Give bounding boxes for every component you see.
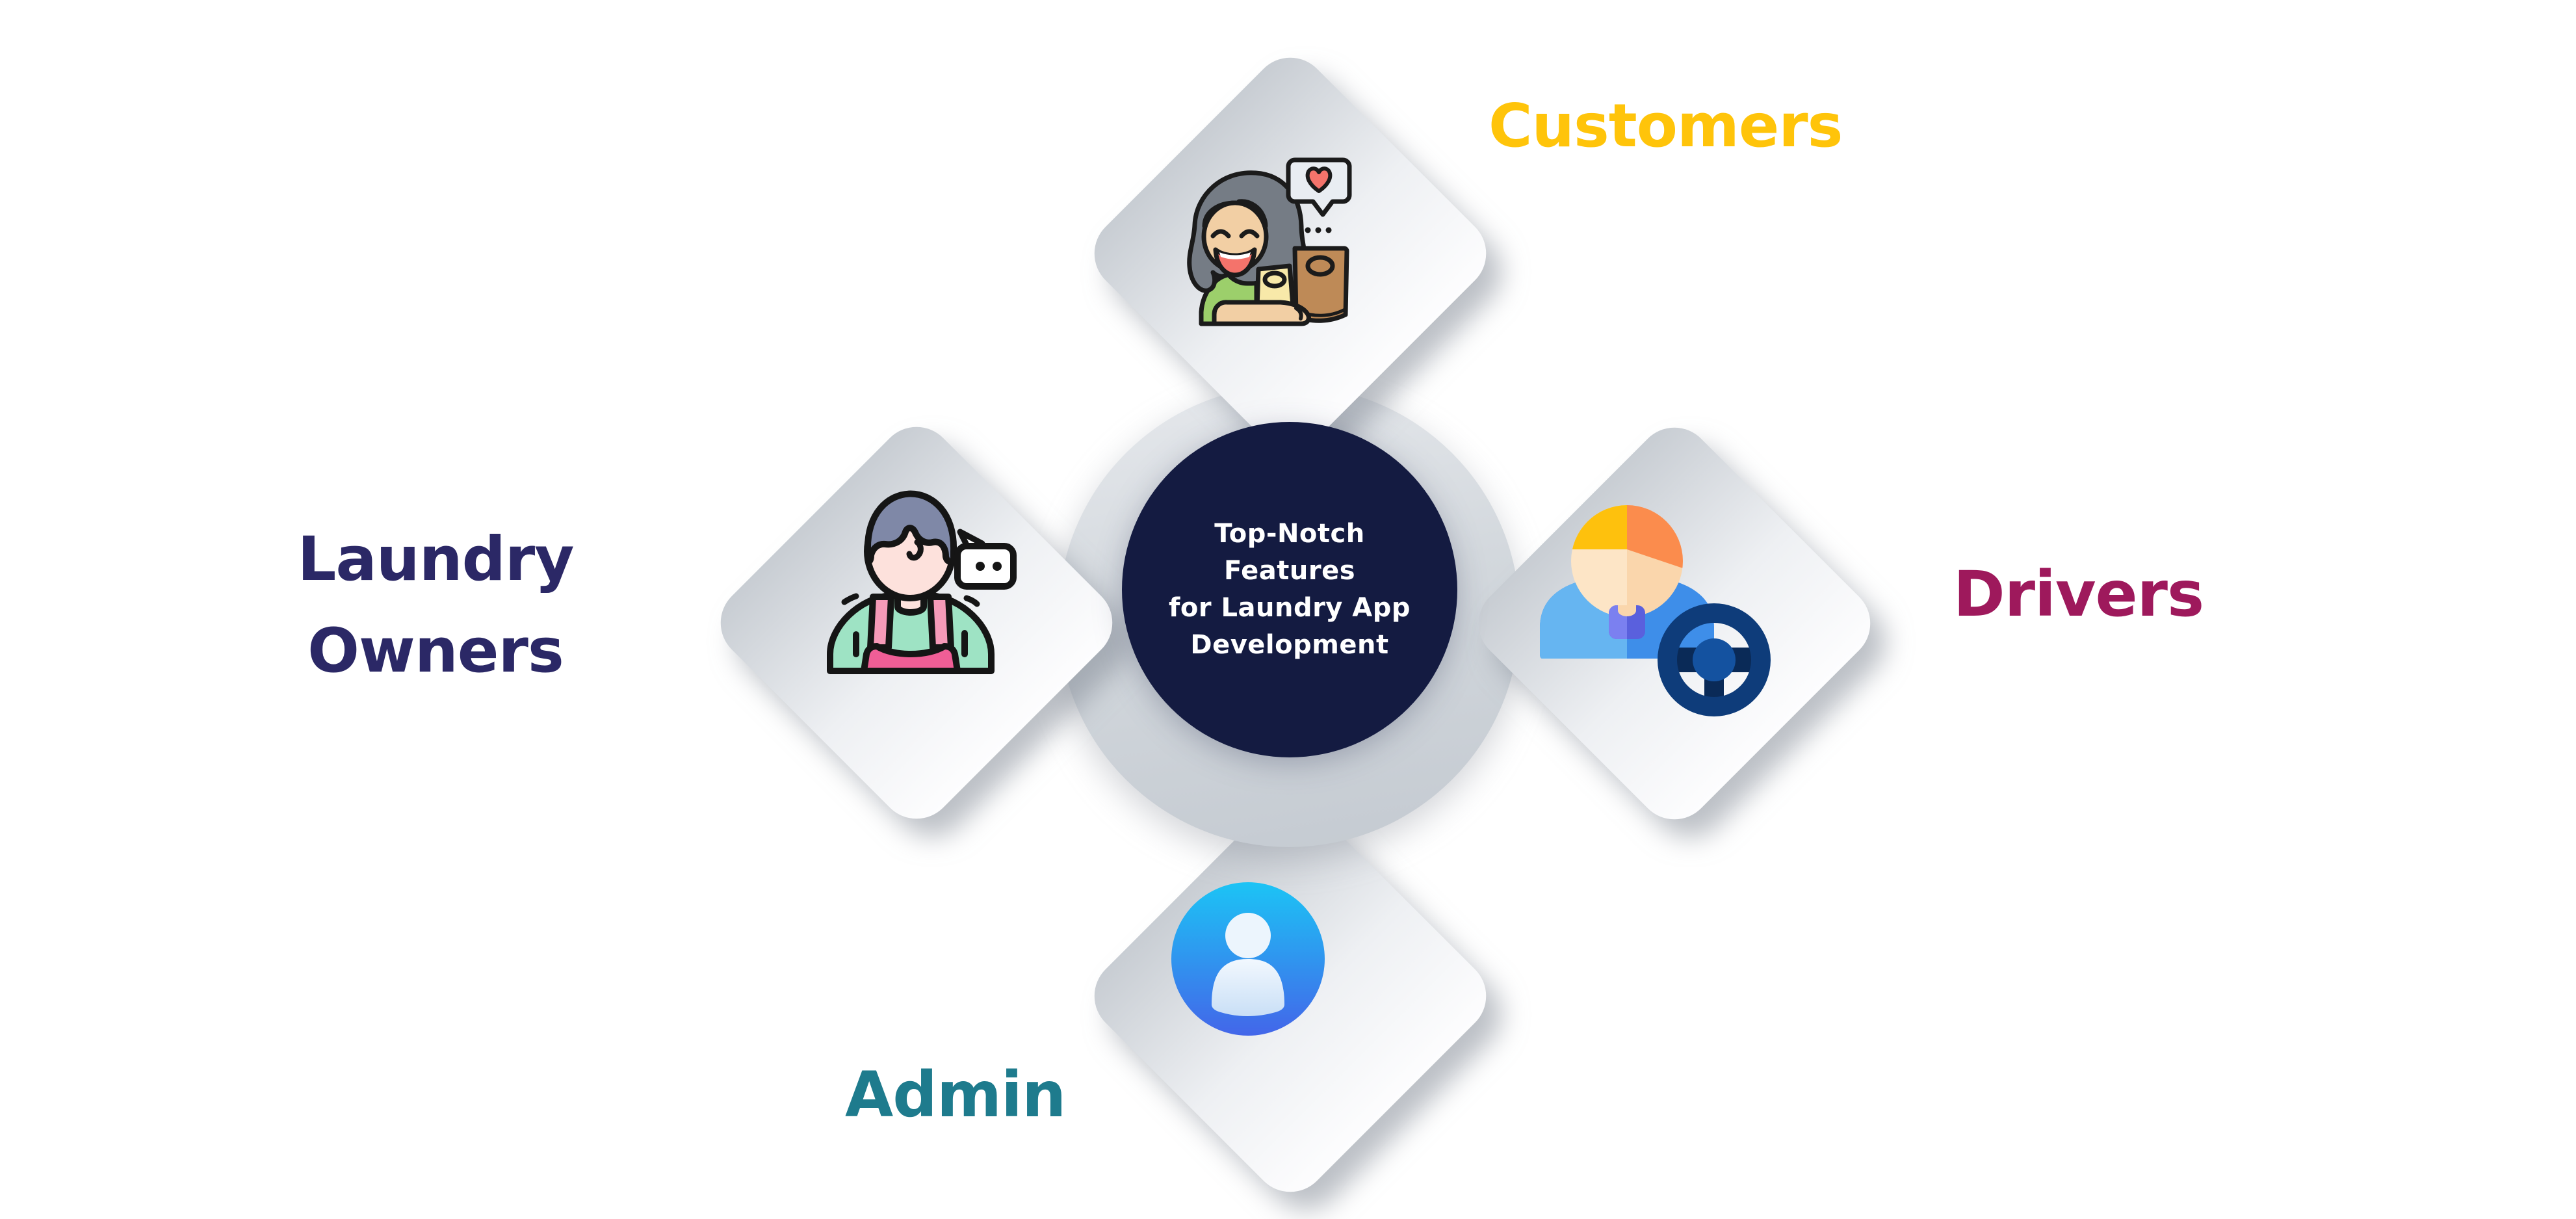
customer-happy-shopper-icon (1187, 157, 1352, 326)
admin-user-icon (1171, 882, 1325, 1036)
label-admin: Admin (845, 1058, 1066, 1131)
diagram-title: Top-Notch Features for Laundry App Devel… (1168, 519, 1411, 660)
center-circle: Top-Notch Features for Laundry App Devel… (1122, 422, 1457, 757)
label-customers: Customers (1489, 91, 1843, 161)
label-drivers: Drivers (1953, 558, 2204, 631)
driver-steering-wheel-icon (1540, 505, 1771, 716)
label-laundry-owners: Laundry Owners (297, 524, 574, 687)
laundry-owner-icon (827, 490, 1017, 674)
